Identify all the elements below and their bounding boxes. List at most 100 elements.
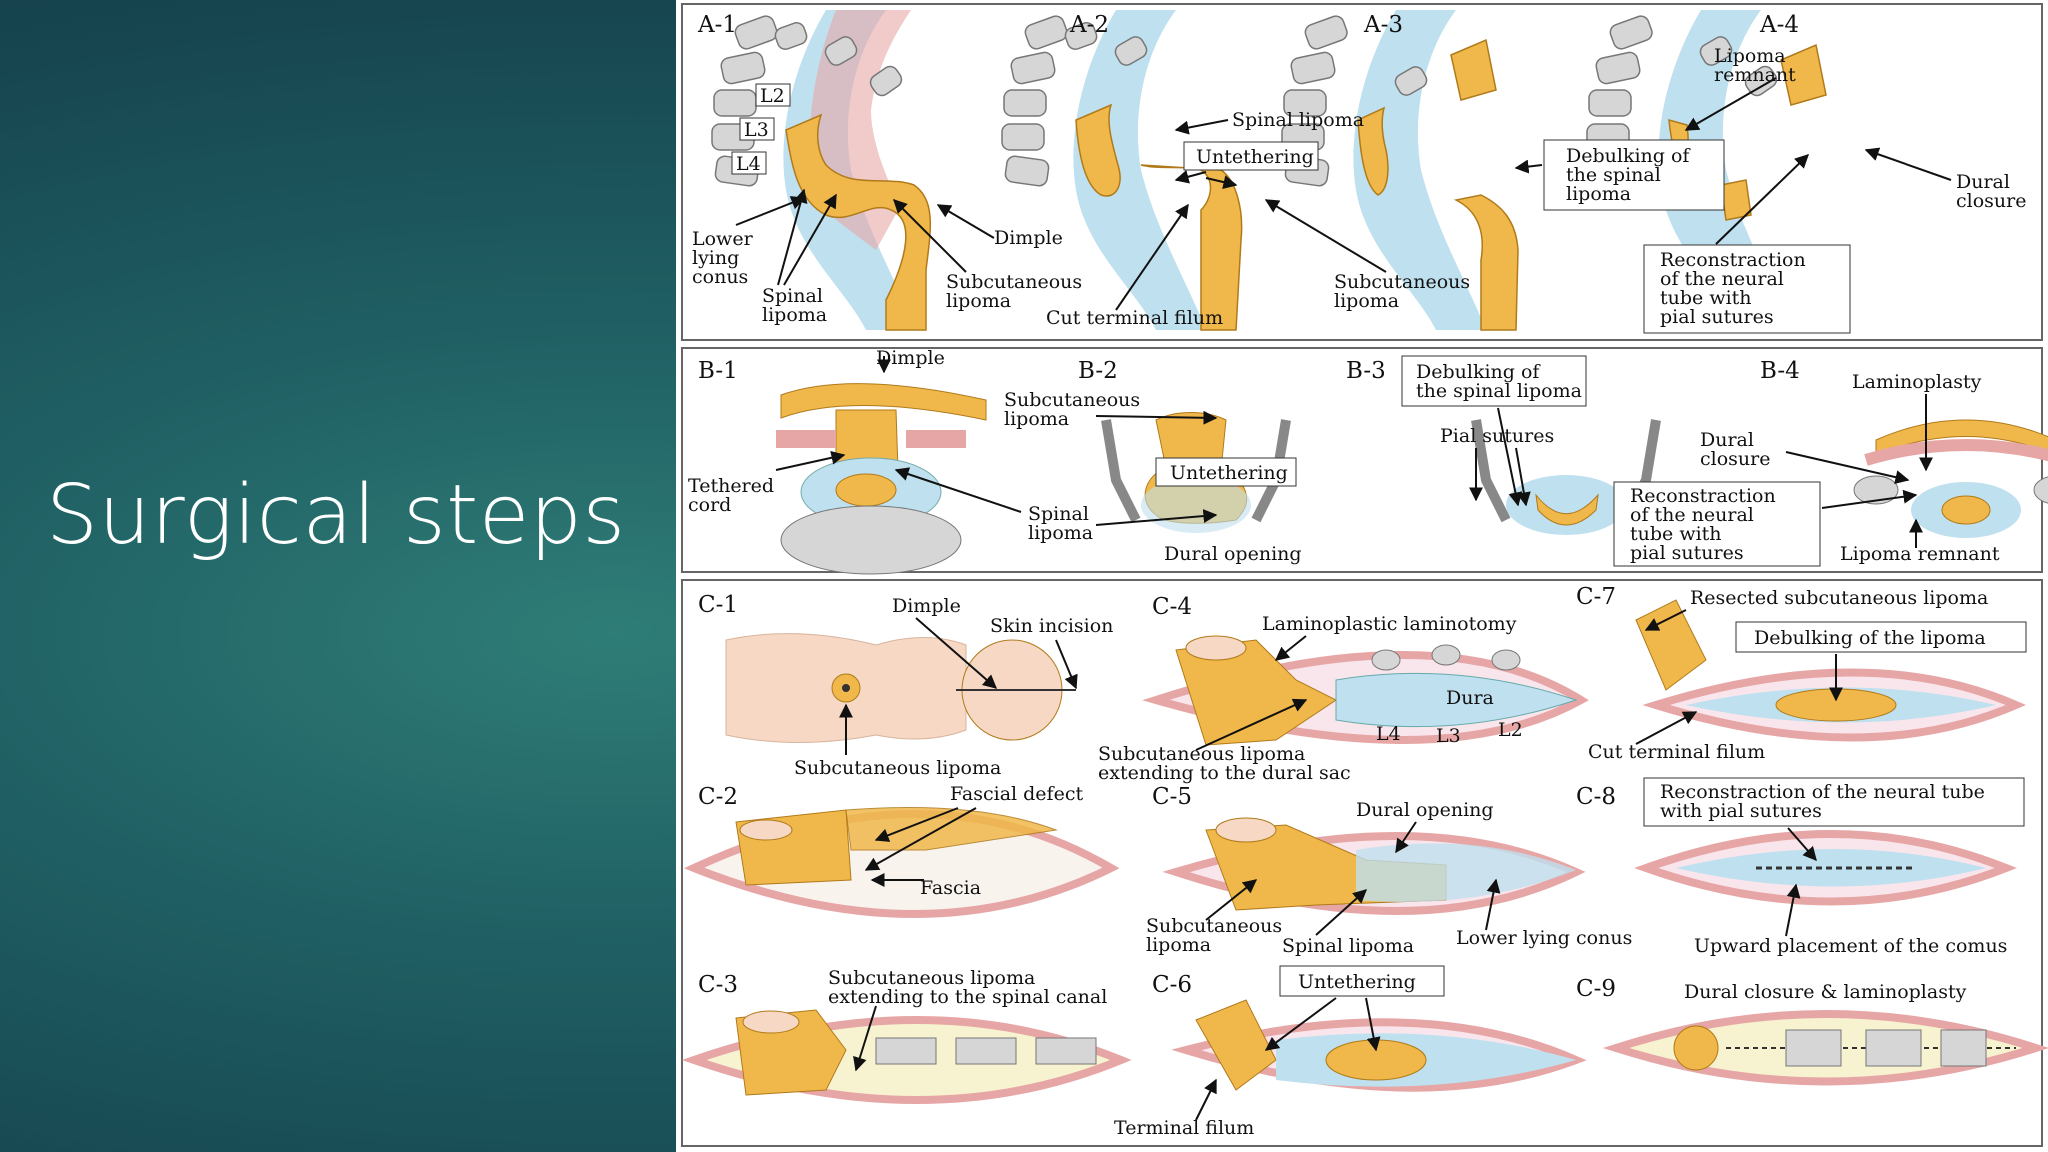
panel-label-b4: B-4 [1760, 358, 1800, 384]
panel-a3-drawing [1281, 10, 1519, 331]
c789-arrows [1635, 609, 1843, 937]
a2-untethering-box [1183, 141, 1319, 171]
a3-arrow [1514, 159, 1543, 174]
panel-label-b3: B-3 [1346, 358, 1386, 384]
surgical-steps-figure: A-1 A-2 A-3 A-4 L2 L3 L4 Lower lying con… [676, 0, 2048, 1152]
b3-debulking-box [1401, 355, 1587, 407]
c1-skin-incision: Skin incision [990, 615, 1113, 637]
panel-c4-drawing [1142, 635, 1589, 746]
panel-c5-drawing [1162, 817, 1586, 915]
c1-dimple: Dimple [892, 595, 961, 617]
panel-c1-drawing [725, 633, 1076, 743]
c123-arrows [839, 617, 1078, 1072]
panel-label-c5: C-5 [1152, 784, 1192, 810]
c2-fascial-defect: Fascial defect [950, 783, 1083, 805]
c2-fascia: Fascia [920, 877, 981, 899]
a2-arrows [1115, 119, 1387, 311]
vertebra-l2: L2 [760, 85, 785, 107]
c5-lower-lying-conus: Lower lying conus [1456, 927, 1632, 949]
a1-lower-lying-conus: Lower lying conus [692, 228, 759, 288]
c456-arrows [1195, 635, 1501, 1121]
c4-vertebra-l3: L3 [1436, 725, 1461, 747]
panel-c8-drawing [1634, 830, 2017, 906]
a2-cut-terminal-filum: Cut terminal filum [1046, 307, 1223, 329]
panel-a2-drawing [1001, 10, 1243, 331]
b1-dimple: Dimple [876, 347, 945, 369]
panel-label-c6: C-6 [1152, 972, 1192, 998]
panel-label-c7: C-7 [1576, 584, 1616, 610]
panel-label-b1: B-1 [698, 358, 738, 384]
c6-untethering: Untethering [1298, 971, 1416, 993]
slide-title: Surgical steps [46, 468, 626, 563]
panel-b4-drawing [1853, 419, 2048, 538]
b4-reconstruction-box [1613, 481, 1821, 567]
panel-c7-drawing [1635, 599, 2027, 742]
vertebra-labels-c4: L4 L3 L2 [1376, 719, 1523, 747]
a1-dimple: Dimple [994, 227, 1063, 249]
panel-c9-drawing [1602, 1010, 2048, 1086]
section-c-frame [681, 579, 2043, 1147]
panel-label-c1: C-1 [698, 592, 738, 618]
a2-spinal-lipoma: Spinal lipoma [1232, 109, 1364, 131]
a4-arrows [1684, 77, 1952, 245]
panel-label-c4: C-4 [1152, 594, 1192, 620]
panel-label-a3: A-3 [1363, 12, 1403, 38]
c4-vertebra-l4: L4 [1376, 723, 1401, 745]
b2-untethering-box [1155, 457, 1297, 487]
panel-label-c2: C-2 [698, 784, 738, 810]
c1-subcutaneous-lipoma: Subcutaneous lipoma [794, 757, 1001, 779]
vertebra-l4: L4 [736, 153, 761, 175]
b2-untethering: Untethering [1170, 462, 1288, 484]
a4-reconstruction-box [1643, 244, 1851, 334]
section-a-frame [681, 3, 2043, 341]
panel-c3-drawing [681, 1009, 1132, 1104]
c6-untethering-box [1279, 965, 1445, 997]
c4-dura: Dura [1446, 687, 1494, 709]
b2-dural-opening: Dural opening [1164, 543, 1302, 565]
a3-debulking-box [1543, 139, 1725, 211]
c6-terminal-filum: Terminal filum [1114, 1117, 1254, 1139]
a2-untethering: Untethering [1196, 146, 1314, 168]
b4-lipoma-remnant: Lipoma remnant [1840, 543, 2000, 565]
a1-arrows [735, 188, 995, 286]
b4-laminoplasty: Laminoplasty [1852, 371, 1982, 393]
panel-c2-drawing [683, 807, 1120, 918]
a1-lower-lying-conus-l2: lying [692, 247, 739, 269]
b-arrows-left [775, 356, 1218, 526]
panel-label-a4: A-4 [1759, 12, 1799, 38]
c4-laminoplastic: Laminoplastic laminotomy [1262, 613, 1517, 635]
section-b-frame [681, 347, 2043, 573]
b3-pial-sutures: Pial sutures [1440, 425, 1554, 447]
panel-label-a1: A-1 [697, 12, 737, 38]
a1-lower-lying-conus-l3: conus [692, 266, 748, 288]
c8-upward: Upward placement of the comus [1694, 935, 2007, 957]
b4-arrows [1785, 394, 1933, 548]
figure-svg: A-1 A-2 A-3 A-4 L2 L3 L4 Lower lying con… [681, 3, 2048, 1147]
c7-debulking: Debulking of the lipoma [1754, 627, 1986, 649]
c5-dural-opening: Dural opening [1356, 799, 1494, 821]
c4-vertebra-l2: L2 [1498, 719, 1523, 741]
panel-a1-drawing [711, 10, 932, 331]
b3-arrows [1469, 407, 1531, 507]
panel-label-c3: C-3 [698, 972, 738, 998]
panel-c6-drawing [1171, 999, 1587, 1092]
c9-dural-closure: Dural closure & laminoplasty [1684, 981, 1967, 1003]
panel-label-a2: A-2 [1069, 12, 1109, 38]
panel-label-c8: C-8 [1576, 784, 1616, 810]
panel-label-c9: C-9 [1576, 976, 1616, 1002]
